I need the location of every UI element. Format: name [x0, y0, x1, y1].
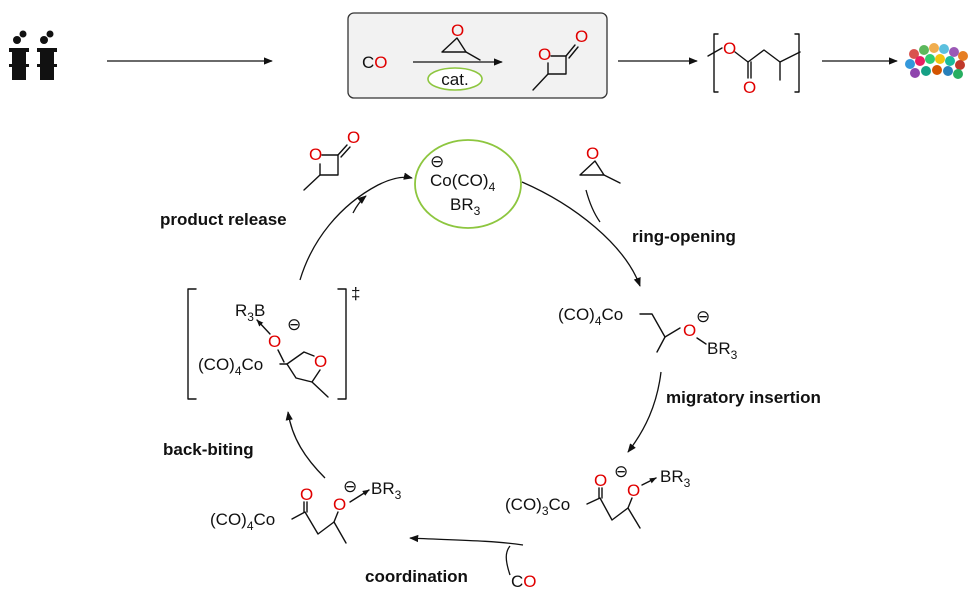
transition-state: ‡ R3B O ⊖ (CO)4Co O	[187, 284, 360, 400]
polymer-repeat-unit: O O	[707, 33, 801, 97]
incoming-co: CO	[511, 572, 537, 589]
svg-text:O: O	[268, 332, 281, 351]
svg-text:O: O	[451, 21, 464, 40]
alkoxide-intermediate: (CO)4Co O ⊖ BR3	[558, 305, 738, 362]
svg-text:BR3: BR3	[707, 339, 738, 362]
svg-text:BR3: BR3	[371, 479, 402, 502]
acyl-cobalt-tetracarbonyl: (CO)4Co O O ⊖ BR3	[210, 477, 402, 544]
svg-text:⊖: ⊖	[343, 477, 357, 496]
svg-text:O: O	[309, 145, 322, 164]
label-ring-opening: ring-opening	[632, 227, 736, 246]
arrow-ring-opening	[521, 181, 641, 287]
catalyst-label-ellipse	[427, 67, 483, 91]
svg-text:O: O	[575, 27, 588, 46]
svg-text:O: O	[333, 495, 346, 514]
svg-text:O: O	[683, 321, 696, 340]
acyl-cobalt-tricarbonyl: (CO)3Co O O ⊖ BR3	[505, 462, 691, 529]
co-reactant: CO	[362, 53, 388, 72]
svg-text:(CO)4Co: (CO)4Co	[198, 355, 263, 378]
reaction-box	[347, 12, 608, 99]
svg-text:O: O	[594, 471, 607, 490]
label-migratory-insertion: migratory insertion	[666, 388, 821, 407]
svg-text:BR3: BR3	[660, 467, 691, 490]
svg-text:O: O	[627, 481, 640, 500]
catalyst-circle	[414, 139, 522, 229]
svg-text:⊖: ⊖	[696, 307, 710, 326]
svg-text:O: O	[538, 45, 551, 64]
epoxide-reactant: O	[579, 144, 621, 184]
svg-text:O: O	[743, 78, 756, 97]
svg-text:O: O	[723, 39, 736, 58]
arrow-co-in	[505, 545, 511, 576]
catalyst-label: cat.	[441, 70, 468, 89]
svg-text:(CO)4Co: (CO)4Co	[558, 305, 623, 328]
svg-text:O: O	[314, 352, 327, 371]
arrow-epoxide-in	[585, 189, 601, 223]
arrow-back-biting	[285, 411, 326, 479]
svg-text:(CO)3Co: (CO)3Co	[505, 495, 570, 518]
arrow-coordination	[409, 534, 524, 546]
svg-text:O: O	[300, 485, 313, 504]
svg-text:⊖: ⊖	[287, 315, 301, 334]
beta-lactone-box: O O	[532, 27, 588, 91]
svg-text:⊖: ⊖	[614, 462, 628, 481]
catalyst-cobalt: Co(CO)4	[430, 171, 496, 194]
epoxide-small: O	[441, 21, 481, 61]
catalyst-charge: ⊖	[430, 152, 444, 171]
label-coordination: coordination	[365, 567, 468, 586]
arrow-product-release	[299, 172, 413, 281]
beta-lactone-product: O O	[303, 128, 360, 191]
svg-text:‡: ‡	[351, 284, 360, 303]
svg-text:(CO)4Co: (CO)4Co	[210, 510, 275, 533]
label-product-release: product release	[160, 210, 287, 229]
svg-text:R3B: R3B	[235, 301, 265, 324]
polymer-products-icon	[905, 43, 968, 79]
arrow-migratory-insertion	[627, 371, 662, 453]
catalyst-borane: BR3	[450, 195, 481, 218]
arrow-lactone-out	[352, 195, 367, 214]
factory-icon	[9, 30, 57, 80]
label-back-biting: back-biting	[163, 440, 254, 459]
svg-text:O: O	[586, 144, 599, 163]
svg-text:O: O	[347, 128, 360, 147]
